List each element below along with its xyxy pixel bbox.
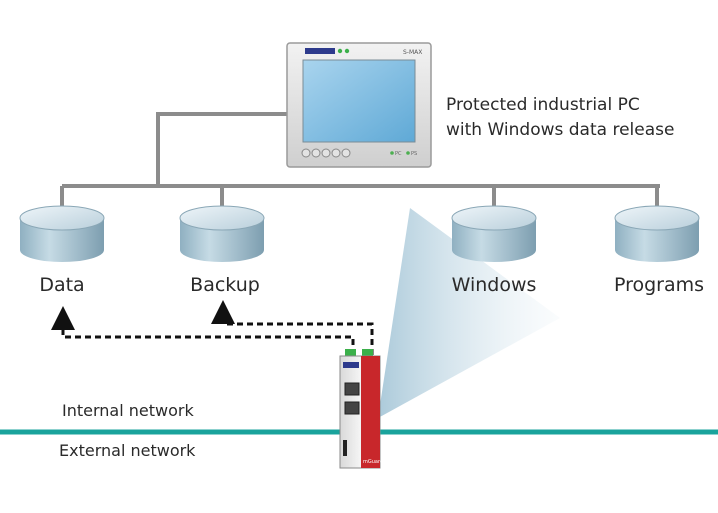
database-data — [19, 205, 105, 262]
arrow-to-data — [51, 306, 355, 355]
ethernet-port-1 — [344, 382, 360, 396]
pc-drop-line — [156, 112, 287, 186]
database-windows — [451, 205, 537, 262]
database-label-backup: Backup — [190, 274, 260, 296]
database-programs — [614, 205, 700, 262]
pc-caption-line2: with Windows data release — [446, 120, 675, 140]
database-backup — [179, 205, 265, 262]
pc-caption-line1: Protected industrial PC — [446, 95, 640, 115]
database-label-data: Data — [39, 274, 85, 296]
release-beam — [378, 208, 560, 418]
access-arrows — [51, 300, 374, 355]
database-label-programs: Programs — [613, 274, 705, 296]
firewall-brand: mGuard — [363, 459, 383, 465]
ethernet-port-2 — [344, 401, 360, 415]
database-label-windows: Windows — [451, 274, 537, 296]
pc-brand: S-MAX — [403, 49, 422, 56]
pc-screen — [302, 59, 416, 143]
arrow-to-backup — [211, 300, 374, 355]
bus-lines — [60, 112, 660, 214]
pc-badge — [305, 48, 335, 54]
pc-buttons — [301, 148, 351, 158]
pc-caption: Protected industrial PC with Windows dat… — [446, 93, 674, 143]
firewall-device: mGuard — [339, 349, 383, 469]
external-network-label: External network — [59, 441, 196, 460]
svg-text:PS: PS — [411, 151, 417, 157]
firewall-accent — [361, 356, 380, 468]
industrial-pc: S-MAX PC PS — [286, 42, 432, 168]
internal-network-label: Internal network — [62, 401, 194, 420]
svg-text:PC: PC — [395, 151, 402, 157]
